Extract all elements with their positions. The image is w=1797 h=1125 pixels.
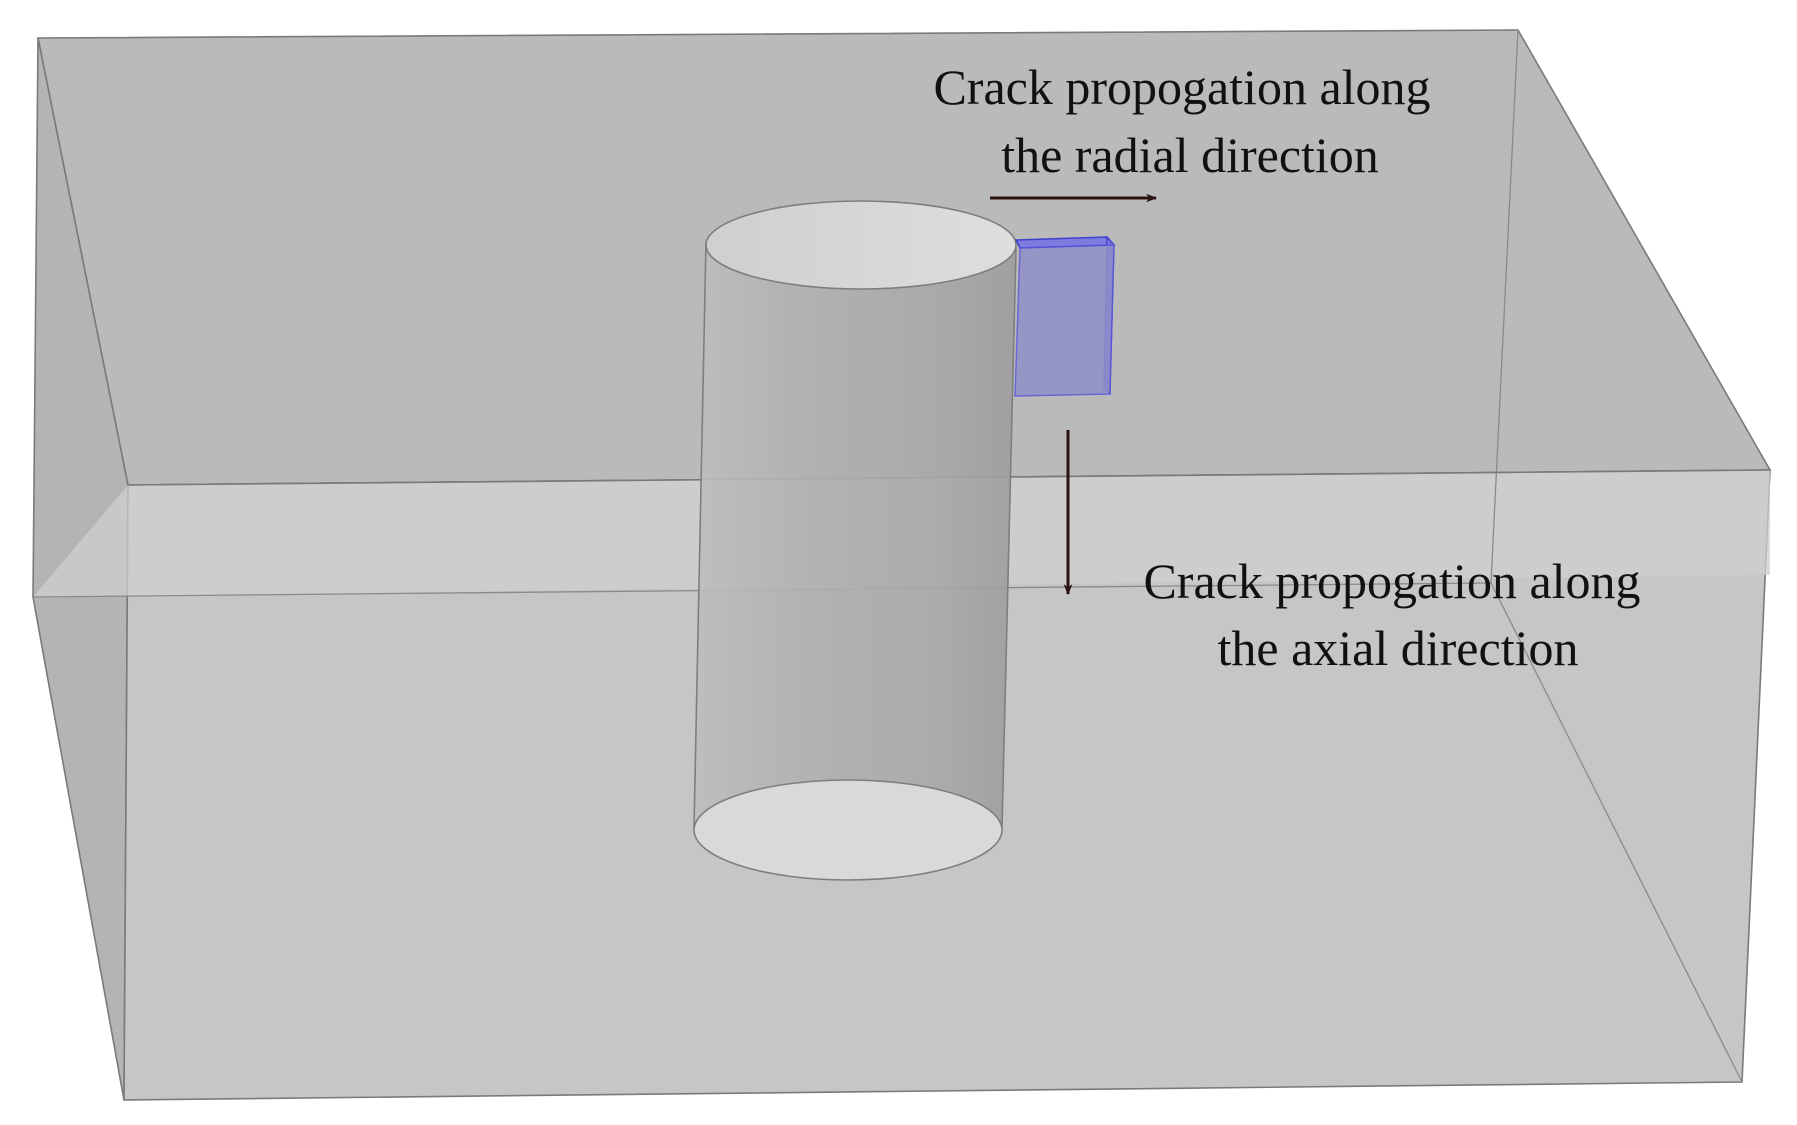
crack-slab xyxy=(1014,235,1116,397)
axial-label-line1: Crack propogation along xyxy=(1143,553,1640,609)
cylinder-top-face xyxy=(705,200,1017,290)
cylinder-right-edge xyxy=(1001,247,1017,829)
crack-front-face xyxy=(1014,244,1115,397)
cylinder-bottom-face xyxy=(693,779,1003,881)
cylinder-left-edge xyxy=(693,240,707,829)
hidden-edge-back-right xyxy=(1490,29,1519,584)
axial-label-line2: the axial direction xyxy=(1218,620,1579,676)
hidden-edge-right-bottom xyxy=(1490,582,1743,1083)
cylinder-body xyxy=(694,241,1016,878)
radial-label-line1: Crack propogation along xyxy=(933,59,1430,115)
radial-label-line2: the radial direction xyxy=(1001,127,1379,183)
wellbore-cylinder xyxy=(693,200,1017,881)
